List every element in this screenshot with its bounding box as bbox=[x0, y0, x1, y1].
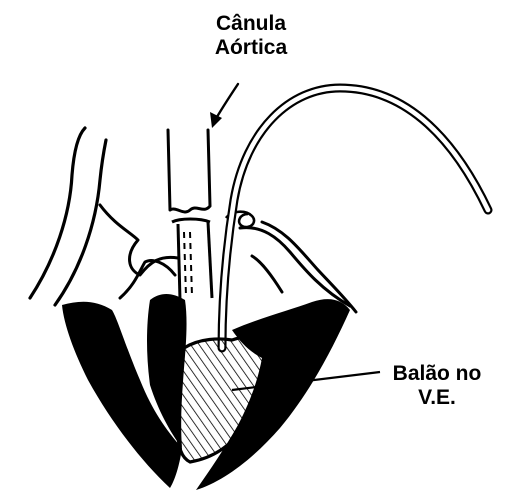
cannula-ring bbox=[170, 206, 210, 212]
cannula-body-left bbox=[178, 224, 180, 300]
lv-balloon-label: Balão no V.E. bbox=[378, 362, 496, 410]
aortic-cannula-label-line2: Aórtica bbox=[196, 36, 306, 60]
aorta-left-outer-wall bbox=[30, 128, 85, 298]
right-leaflet bbox=[252, 256, 282, 292]
aorta-right-contour bbox=[240, 228, 350, 306]
cannula-collar bbox=[172, 219, 210, 222]
cannula-tube-right bbox=[208, 130, 210, 206]
cannula-tube-left bbox=[168, 130, 170, 210]
aortic-cannula-label-line1: Cânula bbox=[196, 12, 306, 36]
aorta-right-outer bbox=[262, 222, 356, 312]
lv-balloon-label-line1: Balão no bbox=[378, 362, 496, 386]
cannula-inner-shading bbox=[184, 232, 192, 296]
aortic-cannula-label: Cânula Aórtica bbox=[196, 12, 306, 60]
lv-balloon-label-line2: V.E. bbox=[378, 386, 496, 410]
cannula-arrow-head bbox=[210, 112, 222, 128]
cannula-body-right bbox=[208, 222, 212, 298]
